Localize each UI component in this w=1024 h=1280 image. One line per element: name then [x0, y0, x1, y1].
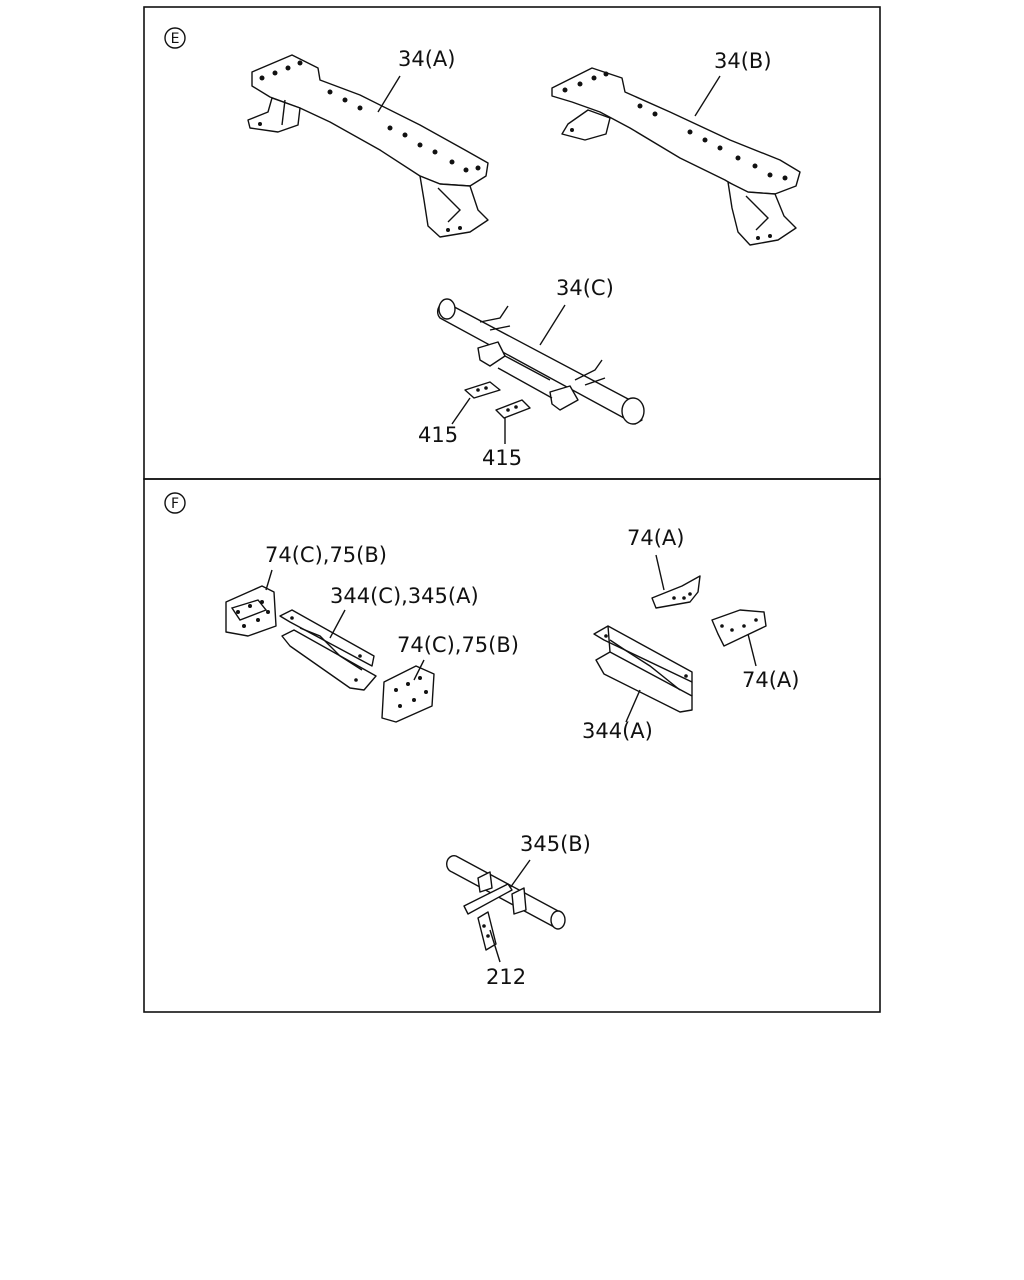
label-74a-right: 74(A) — [742, 668, 799, 692]
bracket-212 — [477, 911, 497, 951]
section-f-frame — [143, 478, 881, 1013]
section-e-marker: E — [171, 31, 180, 47]
leader-74a-right — [747, 633, 757, 667]
leader-34b — [694, 75, 721, 117]
label-74c-top: 74(C),75(B) — [265, 543, 387, 567]
cross-member-34b — [551, 67, 801, 246]
label-344c: 344(C),345(A) — [330, 584, 479, 608]
bracket-74c-top-left — [225, 585, 277, 637]
label-34b: 34(B) — [714, 49, 772, 73]
cross-member-34a-holes — [258, 60, 481, 232]
label-74c-bottom: 74(C),75(B) — [397, 633, 519, 657]
section-f-marker: F — [171, 496, 179, 512]
leader-415-left — [451, 397, 471, 425]
leader-344c — [329, 609, 346, 639]
label-415-left: 415 — [418, 423, 458, 447]
leader-34c — [539, 304, 566, 346]
label-74a-top: 74(A) — [627, 526, 684, 550]
label-212: 212 — [486, 965, 526, 989]
channel-344a — [593, 625, 693, 713]
leader-345b — [509, 859, 531, 889]
tube-34c — [437, 298, 645, 425]
leader-74c-bottom — [413, 659, 425, 681]
label-345b: 345(B) — [520, 832, 591, 856]
section-f-marker-circle — [164, 492, 186, 514]
cross-member-34b-holes — [562, 71, 788, 240]
section-e-marker-circle — [164, 27, 186, 49]
section-f: F 74(C),75(B) 344(C),345(A) — [164, 492, 799, 989]
section-e: E 34(A) — [164, 27, 801, 470]
tube-345b — [446, 854, 566, 930]
label-344a: 344(A) — [582, 719, 653, 743]
bracket-74c-bottom — [381, 665, 435, 723]
label-34a: 34(A) — [398, 47, 455, 71]
gusset-74a-right — [711, 609, 767, 647]
label-34c: 34(C) — [556, 276, 614, 300]
gusset-74a-top — [651, 575, 701, 609]
leader-74c-top — [265, 569, 273, 591]
plate-415-right — [495, 399, 531, 419]
leader-74a-top — [655, 554, 665, 591]
leader-344a — [625, 689, 641, 723]
channel-344c — [279, 609, 377, 691]
label-415-right: 415 — [482, 446, 522, 470]
leader-34a — [377, 75, 401, 113]
plate-415-left — [464, 381, 501, 399]
cross-member-34a — [247, 54, 489, 238]
leader-212 — [489, 929, 501, 963]
